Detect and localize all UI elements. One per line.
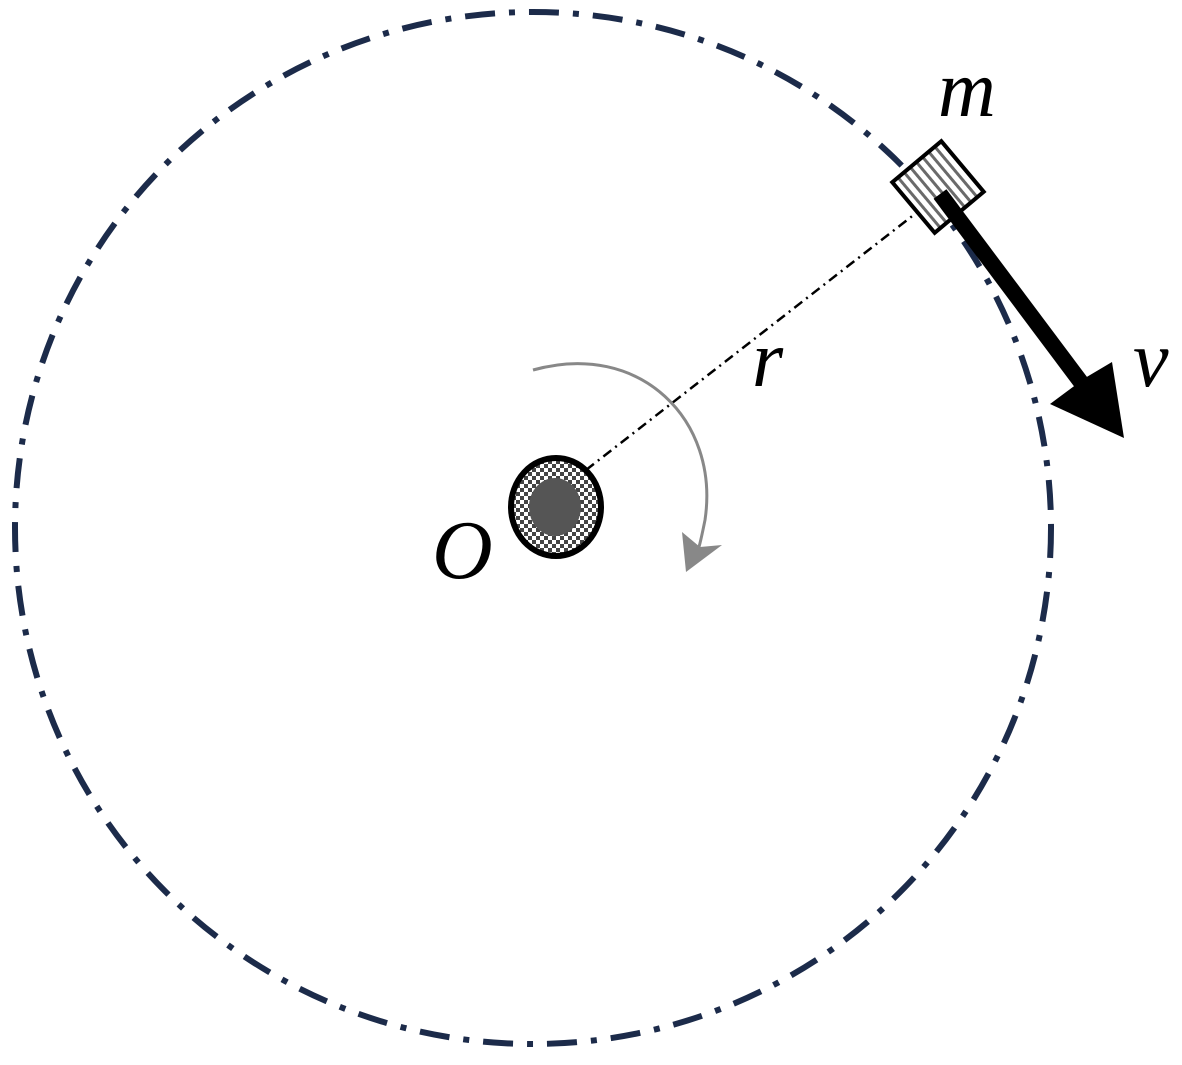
radius-label: r xyxy=(752,316,784,404)
velocity-arrowhead-icon xyxy=(1050,362,1124,438)
rotation-arrow xyxy=(532,362,709,551)
center-label: O xyxy=(432,504,493,597)
mass-block xyxy=(889,138,987,236)
mass-label: m xyxy=(938,46,996,134)
orbit-circle xyxy=(12,9,1054,1047)
radius-line xyxy=(585,209,921,471)
center-hub xyxy=(508,455,604,559)
velocity-label: v xyxy=(1133,316,1169,404)
velocity-arrow-shaft xyxy=(933,189,1105,410)
rotation-arrowhead-icon xyxy=(682,532,722,572)
